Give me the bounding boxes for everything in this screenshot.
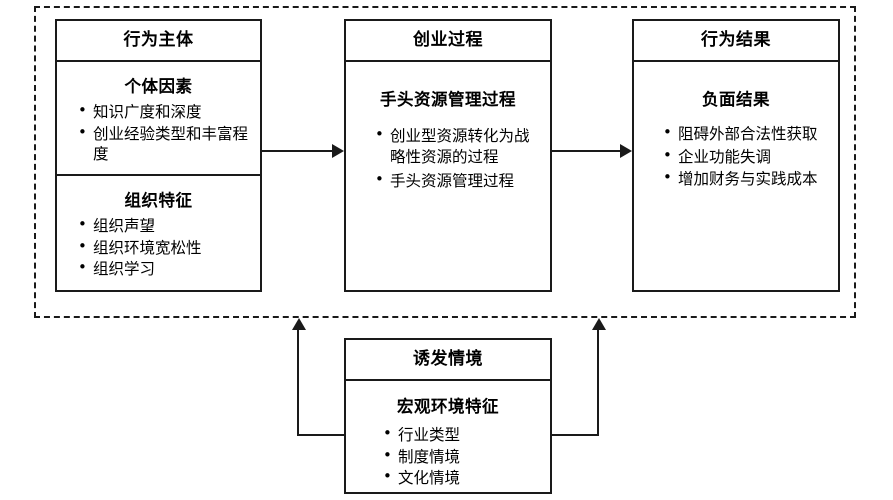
system-boundary: [34, 6, 856, 318]
section-negative-outcomes-title: 负面结果: [702, 90, 770, 109]
connector-context-left-horizontal: [297, 434, 345, 436]
connector-actor-to-process-line: [262, 150, 333, 152]
section-org-traits-title: 组织特征: [124, 191, 193, 210]
list-item: 手头资源管理过程: [374, 170, 544, 192]
list-item: 组织学习: [77, 258, 254, 280]
box-process-body: 手头资源管理过程 创业型资源转化为战略性资源的过程 手头资源管理过程: [346, 62, 550, 290]
box-actor-header: 行为主体: [57, 21, 260, 62]
list-item: 行业类型: [382, 424, 544, 446]
connector-context-left-arrowhead: [292, 318, 306, 330]
box-context-header: 诱发情境: [346, 340, 550, 381]
connector-context-right-arrowhead: [592, 318, 606, 330]
list-item: 企业功能失调: [662, 146, 832, 168]
section-macro-environment: 宏观环境特征 行业类型 制度情境 文化情境: [346, 381, 550, 499]
section-resource-management-list: 创业型资源转化为战略性资源的过程 手头资源管理过程: [352, 125, 544, 192]
list-item: 制度情境: [382, 446, 544, 468]
section-individual-factors: 个体因素 知识广度和深度 创业经验类型和丰富程度: [57, 62, 260, 176]
box-context: 诱发情境 宏观环境特征 行业类型 制度情境 文化情境: [344, 338, 552, 494]
section-individual-factors-title: 个体因素: [124, 77, 193, 96]
list-item: 增加财务与实践成本: [662, 168, 832, 190]
box-outcome: 行为结果 负面结果 阻碍外部合法性获取 企业功能失调 增加财务与实践成本: [632, 19, 840, 292]
box-context-body: 宏观环境特征 行业类型 制度情境 文化情境: [346, 381, 550, 499]
connector-process-to-outcome-line: [552, 150, 621, 152]
section-org-traits-list: 组织声望 组织环境宽松性 组织学习: [63, 215, 254, 280]
connector-actor-to-process-arrowhead: [332, 144, 344, 158]
list-item: 创业经验类型和丰富程度: [77, 123, 254, 165]
list-item: 组织环境宽松性: [77, 237, 254, 259]
list-item: 阻碍外部合法性获取: [662, 123, 832, 145]
box-outcome-body: 负面结果 阻碍外部合法性获取 企业功能失调 增加财务与实践成本: [634, 62, 838, 290]
list-item: 组织声望: [77, 215, 254, 237]
box-outcome-header: 行为结果: [634, 21, 838, 62]
section-resource-management: 手头资源管理过程 创业型资源转化为战略性资源的过程 手头资源管理过程: [346, 62, 550, 202]
section-negative-outcomes: 负面结果 阻碍外部合法性获取 企业功能失调 增加财务与实践成本: [634, 62, 838, 200]
list-item: 文化情境: [382, 467, 544, 489]
connector-context-right-horizontal: [551, 434, 599, 436]
list-item: 知识广度和深度: [77, 101, 254, 123]
section-macro-environment-list: 行业类型 制度情境 文化情境: [352, 424, 544, 489]
connector-context-right-vertical: [597, 330, 599, 436]
box-process: 创业过程 手头资源管理过程 创业型资源转化为战略性资源的过程 手头资源管理过程: [344, 19, 552, 292]
section-macro-environment-title: 宏观环境特征: [397, 397, 499, 416]
box-process-header: 创业过程: [346, 21, 550, 62]
section-org-traits: 组织特征 组织声望 组织环境宽松性 组织学习: [57, 176, 260, 290]
section-negative-outcomes-list: 阻碍外部合法性获取 企业功能失调 增加财务与实践成本: [640, 123, 832, 190]
section-individual-factors-list: 知识广度和深度 创业经验类型和丰富程度: [63, 101, 254, 165]
list-item: 创业型资源转化为战略性资源的过程: [374, 125, 544, 167]
box-actor-body: 个体因素 知识广度和深度 创业经验类型和丰富程度 组织特征 组织声望 组织环境宽…: [57, 62, 260, 290]
section-resource-management-title: 手头资源管理过程: [380, 90, 516, 109]
box-actor: 行为主体 个体因素 知识广度和深度 创业经验类型和丰富程度 组织特征 组织声望 …: [55, 19, 262, 292]
connector-context-left-vertical: [297, 330, 299, 436]
connector-process-to-outcome-arrowhead: [620, 144, 632, 158]
